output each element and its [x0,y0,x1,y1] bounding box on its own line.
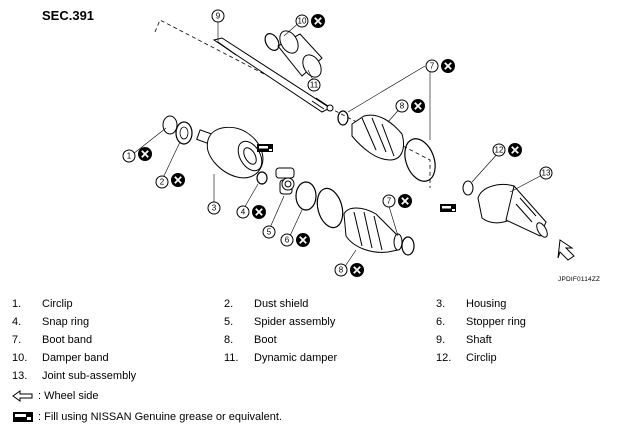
grease-icon [257,144,273,152]
svg-text:4: 4 [241,208,246,217]
svg-text:2: 2 [160,178,165,187]
callout-10: 10 [295,13,326,29]
svg-text:13: 13 [542,169,551,178]
grease-icon [13,412,33,423]
svg-text:12: 12 [495,146,504,155]
svg-text:8: 8 [400,102,405,111]
joint-sub-assembly-part [477,184,548,238]
legend-row: 1.Circlip 2.Dust shield 3.Housing [0,298,624,316]
svg-text:6: 6 [285,236,290,245]
legend-item: 1.Circlip [12,298,73,310]
callout-2: 2 [155,172,186,189]
callout-8-lower: 8 [334,262,365,278]
no-reuse-icon [410,98,426,114]
no-reuse-icon [295,232,311,248]
legend-item: 7.Boot band [12,334,93,346]
svg-text:11: 11 [310,81,319,90]
dynamic-damper-part [277,30,323,78]
wheel-side-arrow-icon [12,390,33,403]
callout-12: 12 [492,142,523,158]
no-reuse-icon [170,172,186,188]
stopper-ring-part [295,181,317,211]
figure-code: JPDIF0114ZZ [558,276,601,283]
boot-lower-part [343,207,403,253]
no-reuse-icon [310,13,326,29]
shaft-part [212,37,334,113]
section-label: SEC.391 [42,8,95,23]
svg-text:1: 1 [127,152,132,161]
legend-item: 13.Joint sub-assembly [12,370,137,382]
legend-item: 10.Damper band [12,352,109,364]
callout-9: 9 [211,9,225,23]
callout-13: 13 [539,166,553,180]
legend-item: 6.Stopper ring [436,316,526,328]
legend-row: 10.Damper band 11.Dynamic damper 12.Circ… [0,352,624,370]
housing-part [196,126,264,179]
callout-3: 3 [207,201,221,215]
legend-row: 4.Snap ring 5.Spider assembly 6.Stopper … [0,316,624,334]
legend-item: 5.Spider assembly [224,316,336,328]
circlip-part [162,115,178,135]
legend-item: 4.Snap ring [12,316,90,328]
legend-row: 7.Boot band 8.Boot 9.Shaft [0,334,624,352]
dust-shield-part [175,121,193,145]
circlip-12-part [462,180,474,196]
damper-band-part [264,33,280,51]
wheel-side-arrow-icon [557,239,575,261]
legend-row: 13.Joint sub-assembly [0,370,624,388]
callout-7-upper: 7 [425,58,456,74]
wheel-side-note: : Wheel side [12,390,99,403]
callout-5: 5 [262,225,276,239]
legend-item: 12.Circlip [436,352,497,364]
callout-4: 4 [236,204,267,220]
svg-text:3: 3 [212,204,217,213]
boot-band-upper-part [404,138,436,182]
callout-1: 1 [122,146,153,163]
svg-text:9: 9 [216,12,221,21]
legend-item: 2.Dust shield [224,298,309,310]
spider-assembly-part [275,167,295,195]
svg-text:10: 10 [298,17,307,26]
no-reuse-icon [251,204,267,220]
boot-band-lower-part [316,187,344,229]
callout-11: 11 [307,78,321,92]
no-reuse-icon [397,193,413,209]
callout-6: 6 [280,232,311,248]
boot-upper-part [351,114,404,161]
legend-item: 11.Dynamic damper [224,352,338,364]
svg-text:8: 8 [339,266,344,275]
callout-7-lower: 7 [382,193,413,209]
grease-icon [440,204,456,212]
callout-8-upper: 8 [395,98,426,114]
snap-ring-part [256,171,268,185]
legend-item: 3.Housing [436,298,507,310]
no-reuse-icon [507,142,523,158]
svg-text:7: 7 [430,62,435,71]
legend-item: 9.Shaft [436,334,492,346]
grease-note: : Fill using NISSAN Genuine grease or eq… [12,411,282,423]
svg-text:7: 7 [387,197,392,206]
legend-item: 8.Boot [224,334,277,346]
no-reuse-icon [440,58,456,74]
no-reuse-icon [349,262,365,278]
exploded-diagram: 9 10 11 7 8 1 2 3 4 5 [122,9,575,278]
svg-text:5: 5 [267,228,272,237]
no-reuse-icon [137,146,153,162]
